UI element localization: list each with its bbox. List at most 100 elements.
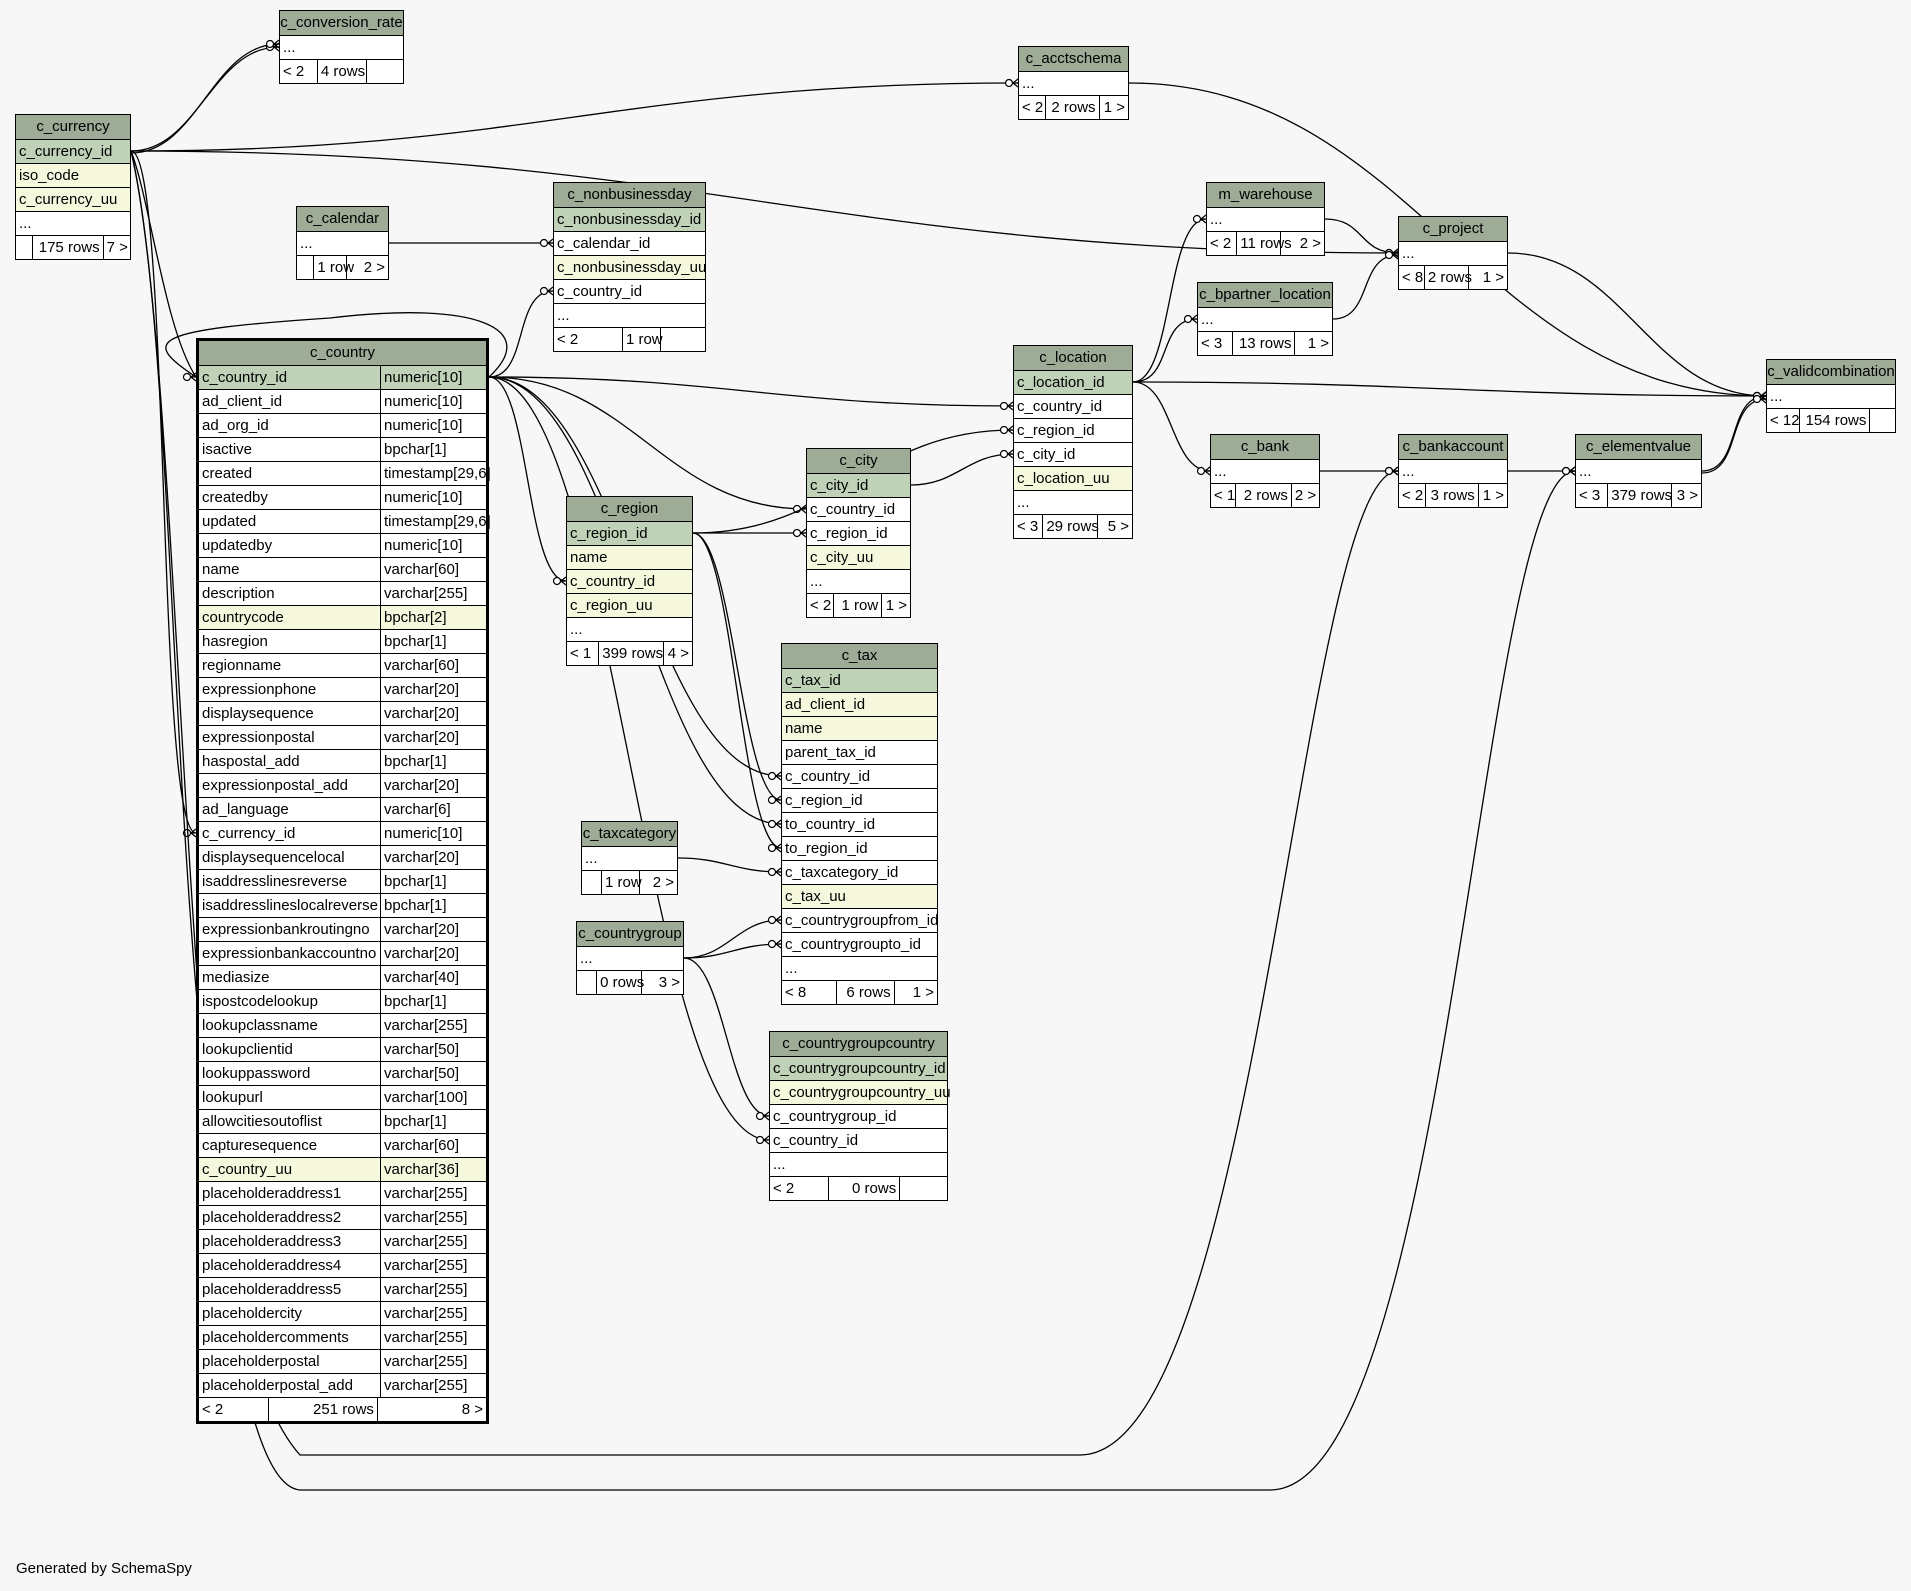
column-row[interactable]: name <box>782 716 937 740</box>
parents-count[interactable]: < 2 <box>1022 99 1044 116</box>
children-count[interactable]: 1 > <box>893 981 937 1004</box>
column-row[interactable]: c_location_uu <box>1014 466 1132 490</box>
column-row[interactable]: c_tax_uu <box>782 884 937 908</box>
row-count[interactable]: 154 rows <box>1799 409 1869 432</box>
table-header[interactable]: c_taxcategory <box>582 822 677 846</box>
children-count[interactable]: 1 > <box>1098 96 1128 119</box>
parents-count[interactable]: < 3 <box>1579 487 1601 504</box>
parents-count[interactable]: < 2 <box>1402 487 1424 504</box>
more-columns-row[interactable]: ... <box>582 846 677 870</box>
more-columns-row[interactable]: ... <box>280 35 403 59</box>
row-count[interactable]: 2 rows <box>1234 484 1291 507</box>
column-row[interactable]: c_region_id <box>782 788 937 812</box>
children-count[interactable]: 3 > <box>640 971 683 994</box>
more-columns-row[interactable]: ... <box>577 946 683 970</box>
column-row[interactable]: c_currency_uu <box>16 187 130 211</box>
column-row[interactable]: c_nonbusinessday_uu <box>554 255 706 279</box>
column-row[interactable]: c_city_id <box>807 473 910 497</box>
children-count[interactable]: 3 > <box>1671 484 1701 507</box>
table-header[interactable]: c_conversion_rate <box>280 11 403 35</box>
row-count[interactable]: 2 rows <box>1423 266 1472 289</box>
row-count[interactable]: 11 rows <box>1236 232 1292 255</box>
column-row[interactable]: ad_client_id <box>782 692 937 716</box>
column-row[interactable]: c_region_uu <box>567 593 692 617</box>
row-count[interactable]: 251 rows <box>267 1398 377 1421</box>
parents-count[interactable]: < 12 <box>1770 412 1800 429</box>
row-count[interactable]: 6 rows <box>836 981 893 1004</box>
column-row[interactable]: c_region_id <box>1014 418 1132 442</box>
row-count[interactable]: 1 row <box>621 328 663 351</box>
more-columns-row[interactable]: ... <box>1399 459 1507 483</box>
parents-count[interactable]: < 2 <box>202 1401 224 1418</box>
parents-count[interactable]: < 1 <box>1214 487 1236 504</box>
more-columns-row[interactable]: ... <box>1576 459 1701 483</box>
children-count[interactable]: 7 > <box>102 236 130 259</box>
children-count[interactable]: 2 > <box>346 256 388 279</box>
children-count[interactable]: 8 > <box>376 1398 486 1421</box>
more-columns-row[interactable]: ... <box>807 569 910 593</box>
more-columns-row[interactable]: ... <box>567 617 692 641</box>
parents-count[interactable]: < 2 <box>283 63 305 80</box>
more-columns-row[interactable]: ... <box>554 303 705 327</box>
row-count[interactable]: 13 rows <box>1231 332 1295 355</box>
column-row[interactable]: to_region_id <box>782 836 937 860</box>
table-header[interactable]: c_region <box>567 497 692 521</box>
table-header[interactable]: c_validcombination <box>1767 360 1895 384</box>
column-row[interactable]: c_currency_id <box>16 139 130 163</box>
table-header[interactable]: c_elementvalue <box>1576 435 1701 459</box>
table-header[interactable]: c_countrygroupcountry <box>770 1032 947 1056</box>
table-header[interactable]: c_location <box>1014 346 1132 370</box>
table-header[interactable]: c_currency <box>16 115 130 139</box>
children-count[interactable]: 2 > <box>1279 232 1324 255</box>
children-count[interactable]: 5 > <box>1096 515 1132 538</box>
more-columns-row[interactable]: ... <box>770 1152 947 1176</box>
table-header[interactable]: c_nonbusinessday <box>554 183 705 207</box>
column-row[interactable]: iso_code <box>16 163 130 187</box>
more-columns-row[interactable]: ... <box>1198 307 1332 331</box>
more-columns-row[interactable]: ... <box>16 211 130 235</box>
column-row[interactable]: c_country_id <box>782 764 937 788</box>
more-columns-row[interactable]: ... <box>1399 241 1507 265</box>
more-columns-row[interactable]: ... <box>1767 384 1895 408</box>
row-count[interactable]: 0 rows <box>596 971 644 994</box>
more-columns-row[interactable]: ... <box>782 956 937 980</box>
children-count[interactable]: 2 > <box>639 871 677 894</box>
column-row[interactable]: c_city_uu <box>807 545 910 569</box>
row-count[interactable]: 1 row <box>313 256 354 279</box>
table-header[interactable]: c_bpartner_location <box>1198 283 1332 307</box>
column-row[interactable]: c_country_id <box>567 569 692 593</box>
row-count[interactable]: 1 row <box>832 594 881 617</box>
